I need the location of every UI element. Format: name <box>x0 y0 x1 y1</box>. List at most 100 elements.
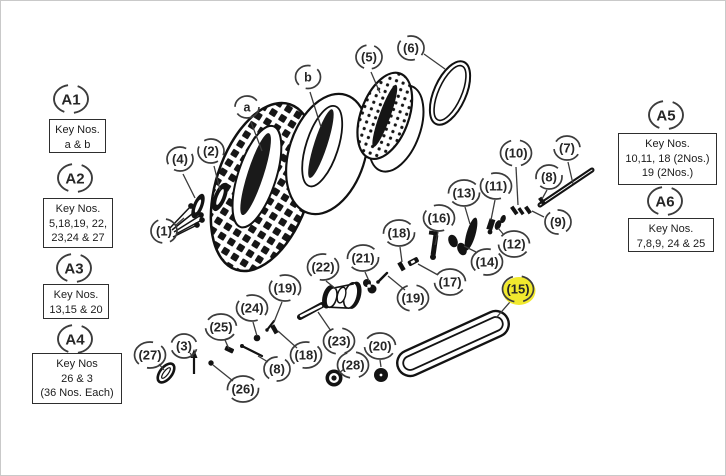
callout-17[interactable]: (17) <box>433 268 467 296</box>
callout-label: (14) <box>475 255 498 270</box>
part-pin-19b <box>265 319 276 332</box>
callout-6[interactable]: (6) <box>397 35 425 61</box>
key-box-line: Key Nos. <box>55 203 101 215</box>
callout-23[interactable]: (23) <box>322 327 356 355</box>
callout-label: (9) <box>550 215 566 230</box>
callout-circle <box>382 219 416 247</box>
callout-27[interactable]: (27) <box>133 341 167 369</box>
leader-9 <box>531 210 545 218</box>
group-bubble-label: A5 <box>656 108 675 125</box>
callout-19a[interactable]: (19) <box>396 284 430 312</box>
part-chain <box>396 309 510 378</box>
leader-7 <box>567 161 574 185</box>
callout-label: (23) <box>327 334 350 349</box>
leader-5 <box>370 71 381 94</box>
part-small-18a <box>397 261 406 272</box>
key-box-line: 23,24 & 27 <box>51 232 105 245</box>
callout-circle <box>479 172 513 200</box>
callout-circle <box>447 179 481 207</box>
callout-24[interactable]: (24) <box>235 294 269 322</box>
callout-22[interactable]: (22) <box>306 253 340 281</box>
callout-2[interactable]: (2) <box>197 138 225 164</box>
part-clamp-17 <box>407 257 419 267</box>
group-bubble-circle <box>648 100 684 130</box>
callout-label: (11) <box>485 179 507 194</box>
group-bubble-label: A6 <box>655 194 674 211</box>
callout-26[interactable]: (26) <box>226 375 260 403</box>
callout-21[interactable]: (21) <box>346 244 380 272</box>
leader-19b <box>273 301 283 323</box>
part-pin-19a <box>376 271 389 284</box>
callout-16[interactable]: (16) <box>422 204 456 232</box>
callout-circle <box>397 35 425 61</box>
callout-11[interactable]: (11) <box>479 172 513 200</box>
callout-label: (26) <box>231 382 254 397</box>
part-nipple-26 <box>208 360 214 366</box>
callout-10[interactable]: (10) <box>499 139 533 167</box>
callout-circle <box>433 268 467 296</box>
part-small-10 <box>510 205 525 216</box>
callout-label: (27) <box>138 348 161 363</box>
callout-28[interactable]: (28) <box>336 351 370 379</box>
callout-label: (19) <box>273 281 296 296</box>
callout-3[interactable]: (3) <box>170 333 198 359</box>
callout-circle <box>544 209 572 235</box>
callout-19b[interactable]: (19) <box>268 274 302 302</box>
leader-6 <box>423 53 446 70</box>
leader-22 <box>325 280 337 290</box>
callout-circle <box>306 253 340 281</box>
callout-label: (6) <box>403 41 419 56</box>
callout-9[interactable]: (9) <box>544 209 572 235</box>
callout-circle <box>263 356 291 382</box>
callout-circle <box>336 351 370 379</box>
group-bubble-label: A2 <box>65 171 84 188</box>
callout-circle <box>133 341 167 369</box>
callout-label: (18) <box>294 348 317 363</box>
callout-20[interactable]: (20) <box>363 332 397 360</box>
part-grommet-28 <box>325 369 343 387</box>
part-small-25 <box>224 345 235 354</box>
group-bubble-label: A4 <box>65 332 85 349</box>
callout-18b[interactable]: (18) <box>289 341 323 369</box>
part-small-9 <box>524 205 532 215</box>
callout-18a[interactable]: (18) <box>382 219 416 247</box>
callout-7[interactable]: (7) <box>553 135 581 161</box>
callout-b[interactable]: b <box>294 64 322 90</box>
group-bubble-a4: A4 <box>57 324 93 354</box>
callout-circle <box>322 327 356 355</box>
part-hub-spool <box>322 281 362 309</box>
callout-label: (4) <box>172 152 188 167</box>
callout-circle <box>294 64 322 90</box>
group-bubble-circle <box>57 163 93 193</box>
leader-18b <box>277 330 298 349</box>
callout-15[interactable]: (15) <box>501 275 536 305</box>
key-box-line: a & b <box>64 138 91 151</box>
key-box-line: Key Nos <box>56 358 98 370</box>
leader-b <box>309 91 322 128</box>
key-box-line: Key Nos. <box>55 124 100 136</box>
callout-13[interactable]: (13) <box>447 179 481 207</box>
leader-a <box>250 121 263 152</box>
callout-1[interactable]: (1) <box>150 218 178 244</box>
callout-8a[interactable]: (8) <box>535 164 563 190</box>
callout-14[interactable]: (14) <box>470 248 504 276</box>
leader-8a <box>541 189 548 200</box>
callout-8b[interactable]: (8) <box>263 356 291 382</box>
callout-circle <box>497 230 531 258</box>
leader-21 <box>364 271 370 282</box>
group-bubble-label: A1 <box>61 92 80 109</box>
callout-label: (17) <box>438 275 461 290</box>
group-bubble-circle <box>647 186 683 216</box>
callout-12[interactable]: (12) <box>497 230 531 258</box>
callout-label: (21) <box>351 251 374 266</box>
callout-highlight <box>502 277 536 305</box>
callout-label: (3) <box>176 339 192 354</box>
callout-label: (10) <box>504 146 527 161</box>
callout-5[interactable]: (5) <box>355 44 383 70</box>
callout-a[interactable]: a <box>234 95 260 119</box>
callout-4[interactable]: (4) <box>166 146 194 172</box>
callout-25[interactable]: (25) <box>204 313 238 341</box>
callout-label: (1) <box>156 224 172 239</box>
